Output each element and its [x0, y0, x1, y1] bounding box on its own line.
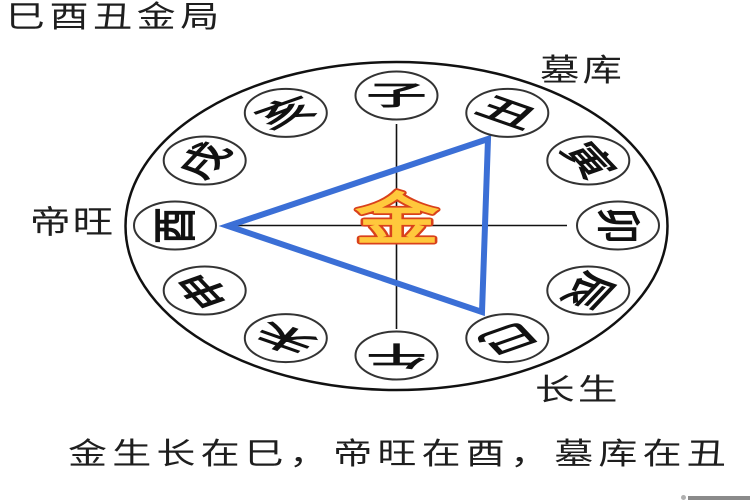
branch-label: 酉: [149, 207, 202, 243]
branch-chou: 丑: [465, 87, 550, 138]
branch-mao: 卯: [576, 200, 660, 251]
branch-circle: [576, 200, 660, 251]
branch-circle: [162, 135, 247, 186]
branch-circle: [354, 70, 439, 121]
watermark-icon: [681, 495, 686, 500]
branch-circle: [546, 265, 631, 316]
diagram-title: 巳酉丑金局: [6, 0, 224, 35]
branch-hai: 亥: [243, 87, 328, 138]
branch-label: 卯: [592, 207, 645, 243]
branch-circle: [162, 265, 247, 316]
branch-chen: 辰: [546, 265, 631, 316]
branch-label: 午: [366, 340, 426, 371]
label-long-life: 长生: [535, 373, 621, 408]
branch-circle: [243, 87, 328, 138]
center-element-group: 金: [352, 185, 442, 254]
branch-you: 酉: [133, 200, 217, 251]
branch-circle: [465, 87, 550, 138]
branch-circle: [465, 313, 550, 364]
label-tomb-storage: 墓库: [540, 53, 626, 89]
branch-wu: 午: [354, 330, 439, 381]
sanhe-triangle: [218, 134, 492, 317]
watermark-bar: [688, 496, 750, 500]
center-element-metal: 金: [354, 187, 440, 252]
branch-xu: 戌: [162, 135, 247, 186]
branch-circle: [133, 200, 217, 251]
branch-label: 子: [366, 80, 426, 111]
branch-shen: 申: [162, 265, 247, 316]
branch-circle: [354, 330, 439, 381]
branch-zi: 子: [354, 70, 439, 121]
branch-circle: [243, 313, 328, 364]
outer-ring: [124, 60, 669, 392]
label-emperor-prosperity: 帝旺: [30, 203, 116, 241]
branch-yin: 寅: [546, 135, 631, 186]
branch-wei: 未: [243, 313, 328, 364]
branch-circle: [546, 135, 631, 186]
caption: 金生长在巳，帝旺在酉，墓库在丑: [68, 437, 731, 472]
branch-si: 巳: [465, 313, 550, 364]
